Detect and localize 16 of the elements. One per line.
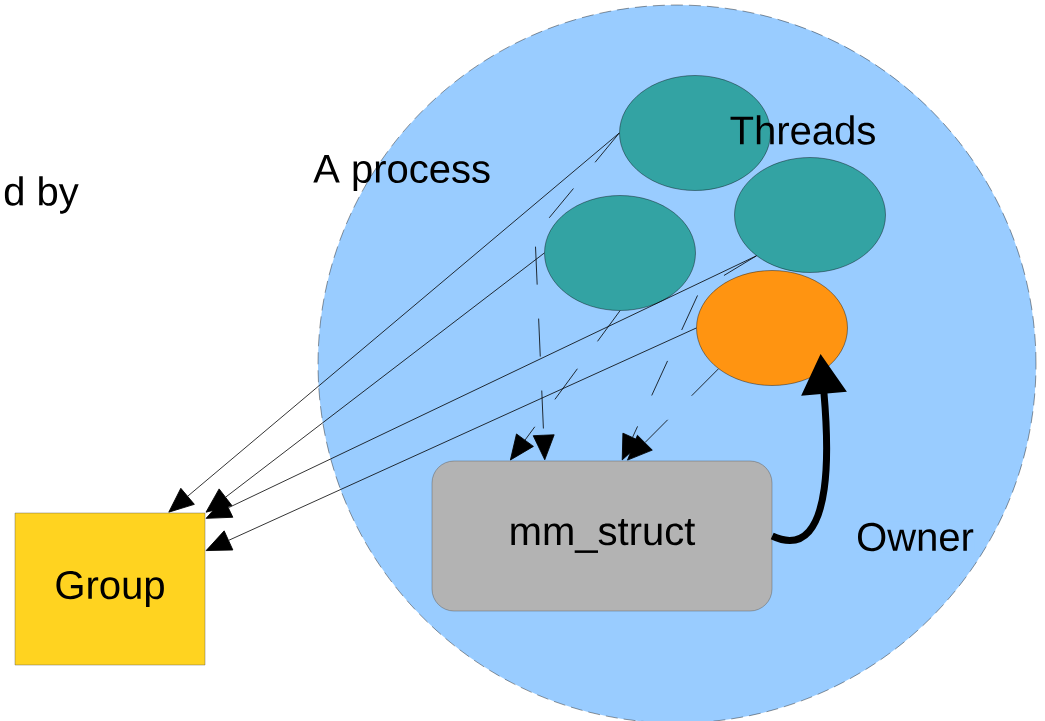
mm-struct-box: mm_struct bbox=[431, 460, 773, 612]
text-label: d by bbox=[4, 176, 79, 214]
group-box: Group bbox=[14, 512, 206, 666]
thread-ellipse bbox=[544, 195, 696, 311]
arrow bbox=[205, 327, 697, 551]
arrow bbox=[205, 252, 545, 513]
edge-label: Owner bbox=[855, 521, 975, 553]
thread-ellipse bbox=[696, 270, 848, 386]
arrow bbox=[205, 255, 757, 519]
dashed-arrow bbox=[532, 132, 620, 461]
thread-ellipse bbox=[734, 157, 886, 273]
dashed-arrow bbox=[510, 310, 621, 461]
text-label: Threads bbox=[730, 115, 875, 145]
arrow bbox=[168, 132, 620, 513]
process-label: A process bbox=[313, 155, 490, 191]
dashed-arrow bbox=[627, 368, 719, 461]
